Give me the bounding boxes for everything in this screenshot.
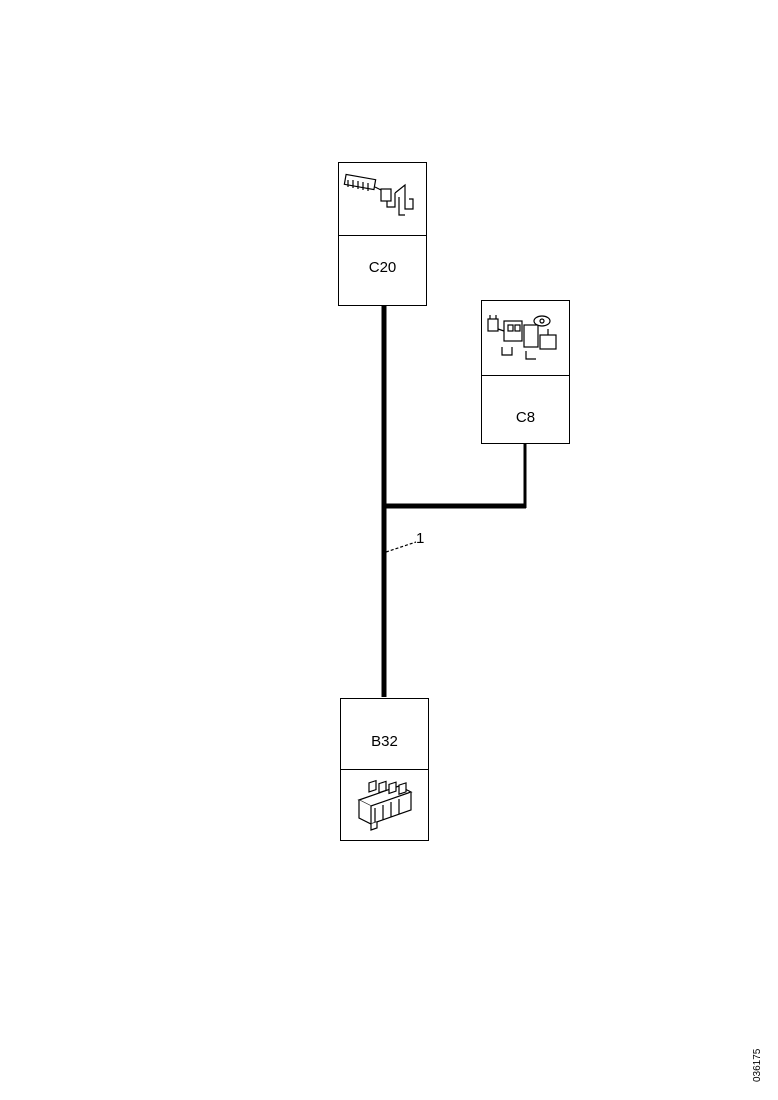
connector-b32-label: B32 — [371, 733, 398, 750]
connector-c20[interactable]: C20 — [338, 162, 427, 306]
connector-c20-label: C20 — [368, 259, 397, 276]
connector-c20-picture — [339, 163, 426, 236]
connector-b32[interactable]: B32 — [340, 698, 429, 841]
connector-b32-picture — [341, 769, 428, 842]
connector-c8[interactable]: C8 — [481, 300, 570, 444]
multi-pin-connector-icon — [357, 779, 413, 831]
connector-block-icon — [487, 315, 557, 360]
wire-reference-label: 1 — [416, 530, 425, 547]
connector-c8-picture — [482, 301, 569, 376]
connector-harness-icon — [343, 173, 414, 216]
document-id: 036175 — [752, 1048, 763, 1082]
reference-leader-line — [385, 541, 417, 553]
connector-c8-label: C8 — [515, 409, 536, 426]
